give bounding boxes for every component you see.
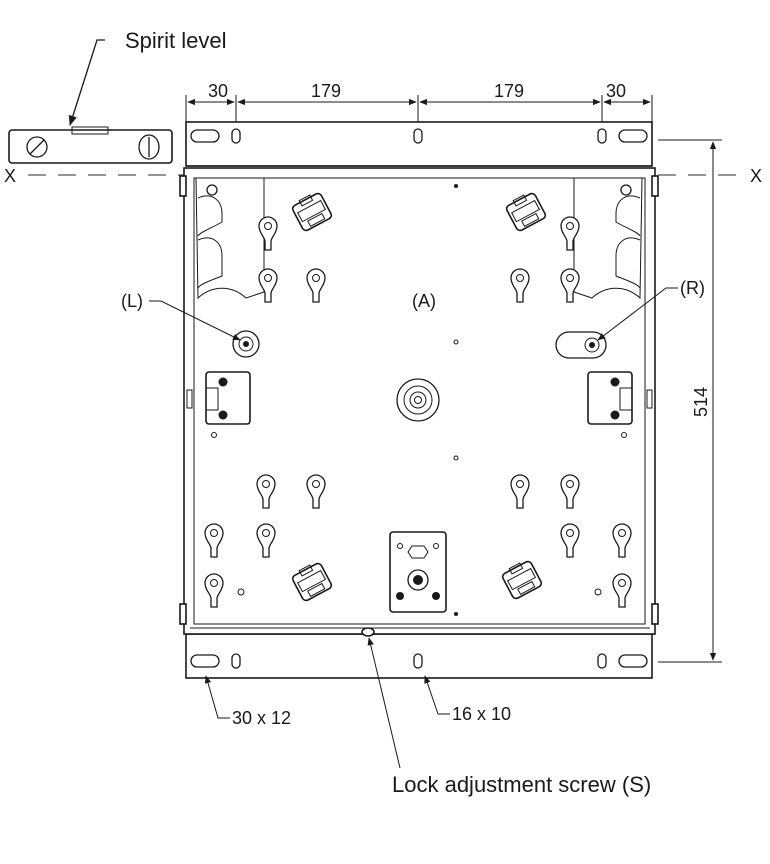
- leader-left-adjuster: [149, 300, 241, 341]
- dim-height: 514: [691, 387, 711, 417]
- dim-top-right-span: 179: [494, 81, 524, 101]
- bracket-frame: [179, 121, 659, 679]
- x-axis-label-left: X: [4, 166, 16, 186]
- label-slot-small: 16 x 10: [452, 704, 511, 724]
- height-dimension: [658, 139, 722, 663]
- leader-slot-small: [424, 675, 450, 715]
- dim-top-left-margin: 30: [208, 81, 228, 101]
- label-right-adjuster: (R): [680, 278, 705, 298]
- x-axis-label-right: X: [750, 166, 762, 186]
- label-center: (A): [412, 291, 436, 311]
- top-dimensions: [185, 95, 653, 125]
- dim-top-right-margin: 30: [606, 81, 626, 101]
- dim-top-left-span: 179: [311, 81, 341, 101]
- leader-lock-screw: [367, 637, 401, 769]
- spirit-level: [8, 126, 173, 164]
- label-slot-large: 30 x 12: [232, 708, 291, 728]
- leader-slot-large: [204, 675, 230, 719]
- spirit-level-leader: [68, 39, 105, 126]
- leader-right-adjuster: [597, 287, 678, 341]
- label-left-adjuster: (L): [121, 291, 143, 311]
- spirit-level-label: Spirit level: [125, 28, 226, 53]
- label-lock-screw: Lock adjustment screw (S): [392, 772, 651, 797]
